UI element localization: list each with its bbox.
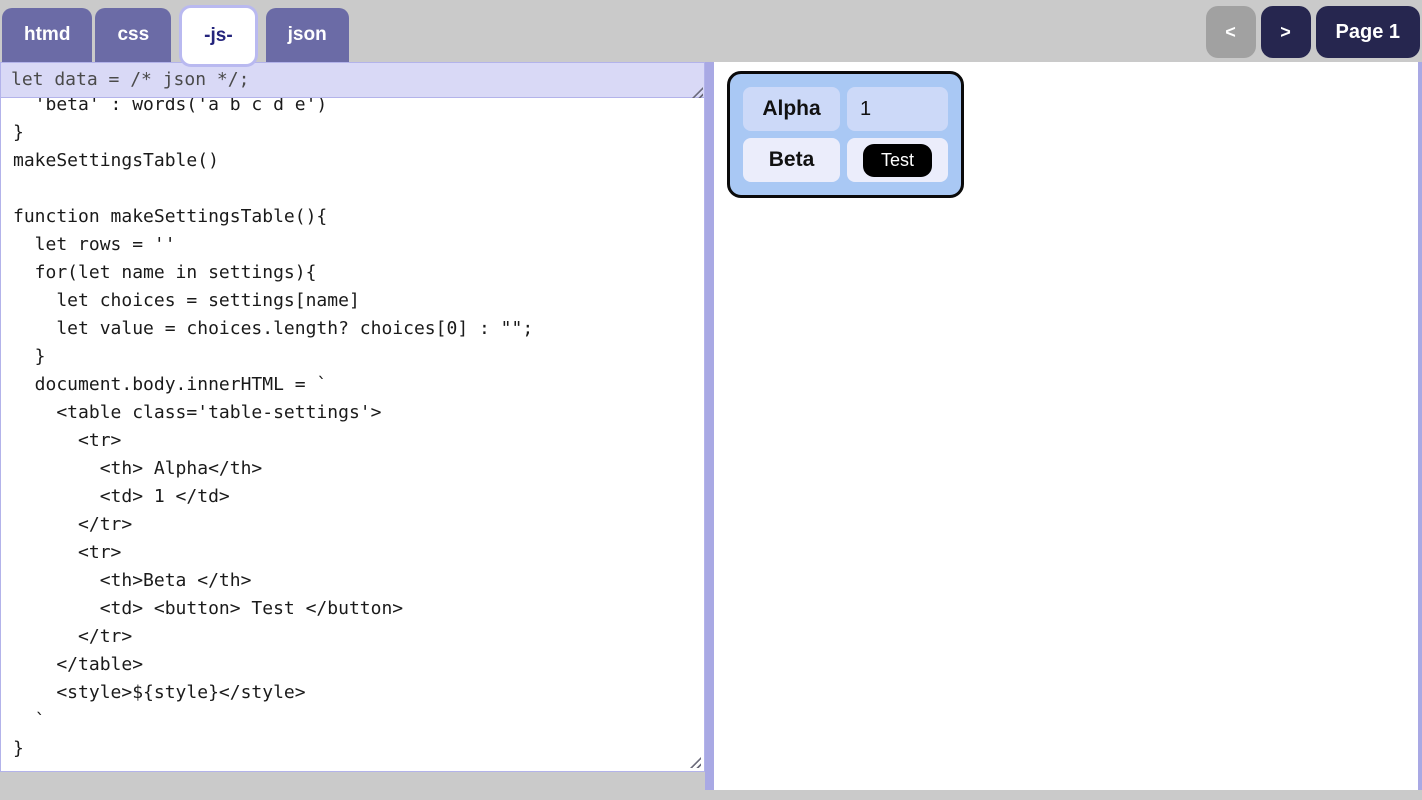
resize-handle-icon[interactable] <box>692 87 703 98</box>
prev-page-button[interactable]: < <box>1205 6 1256 58</box>
preview-header-alpha: Alpha <box>743 87 840 131</box>
tab-js[interactable]: -js- <box>179 5 258 67</box>
main-content: let data = /* json */; 'beta' : words('a… <box>0 62 1422 800</box>
settings-table-card: Alpha 1 Beta Test <box>727 71 964 198</box>
preview-test-button[interactable]: Test <box>862 143 932 177</box>
resize-handle-icon[interactable] <box>690 757 701 768</box>
page-navigation: < > Page 1 <box>1205 6 1420 58</box>
tab-htmd[interactable]: htmd <box>2 8 93 62</box>
preview-header-beta: Beta <box>743 138 840 182</box>
code-content: 'beta' : words('a b c d e') } makeSettin… <box>13 97 534 759</box>
next-page-button[interactable]: > <box>1260 6 1311 58</box>
header-bar: htmd css -js- json < > Page 1 <box>0 0 1422 67</box>
preview-pane: Alpha 1 Beta Test <box>705 62 1422 790</box>
page-indicator-button[interactable]: Page 1 <box>1315 6 1420 58</box>
editor-pane: let data = /* json */; 'beta' : words('a… <box>0 62 705 772</box>
preview-value-beta: Test <box>847 138 948 182</box>
code-textarea[interactable]: 'beta' : words('a b c d e') } makeSettin… <box>0 97 705 772</box>
tab-css[interactable]: css <box>95 8 172 62</box>
preview-value-alpha: 1 <box>847 87 948 131</box>
data-declaration-input[interactable]: let data = /* json */; <box>0 62 705 97</box>
tab-bar: htmd css -js- json <box>2 0 352 67</box>
tab-json[interactable]: json <box>265 8 349 62</box>
